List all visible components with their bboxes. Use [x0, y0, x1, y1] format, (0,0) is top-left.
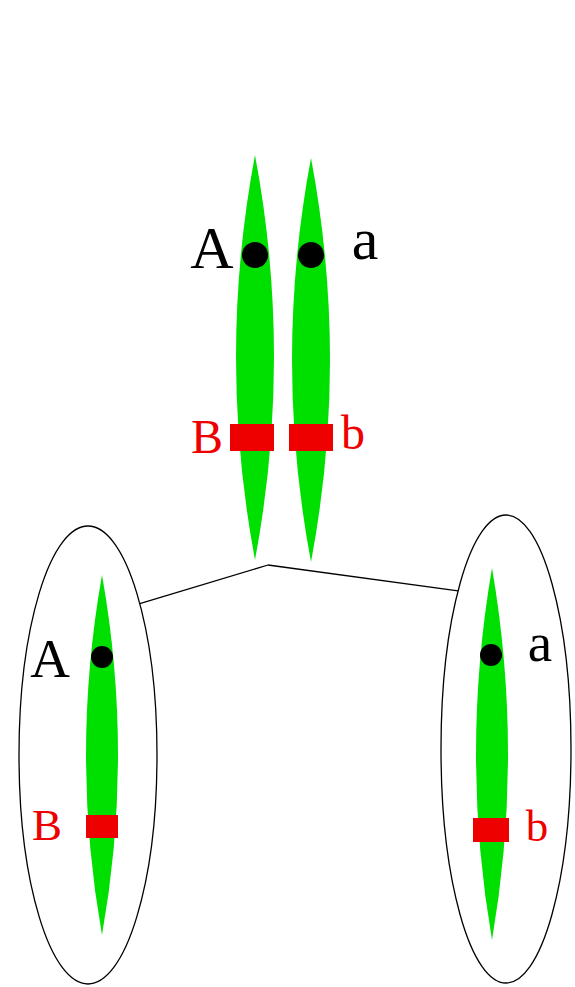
locus-band	[473, 818, 509, 842]
chromosome	[86, 575, 118, 935]
allele-label: B	[32, 803, 62, 848]
gamete-ellipse: AB	[18, 525, 158, 985]
allele-label: B	[191, 413, 223, 461]
allele-label: A	[190, 218, 233, 278]
ellipse-outline	[440, 514, 572, 984]
locus-dot	[91, 646, 113, 668]
chromosome	[236, 155, 274, 560]
allele-label: a	[528, 615, 552, 670]
split-line	[140, 565, 268, 604]
chromosome-pair: AaBb	[170, 150, 400, 565]
ellipse-border	[19, 526, 157, 984]
locus-dot	[298, 242, 324, 268]
chromosome	[476, 568, 508, 940]
allele-label: a	[352, 209, 379, 269]
ellipse-outline	[18, 525, 158, 985]
locus-dot	[242, 242, 268, 268]
locus-band	[289, 424, 333, 451]
gamete-ellipse: ab	[440, 514, 572, 984]
locus-band	[230, 424, 274, 451]
locus-dot	[480, 644, 502, 666]
allele-label: b	[526, 804, 549, 849]
allele-label: b	[341, 409, 365, 457]
split-line	[268, 565, 458, 591]
chromosome	[292, 158, 330, 562]
allele-label: A	[30, 631, 70, 686]
ellipse-border	[441, 515, 571, 983]
locus-band	[86, 815, 118, 838]
